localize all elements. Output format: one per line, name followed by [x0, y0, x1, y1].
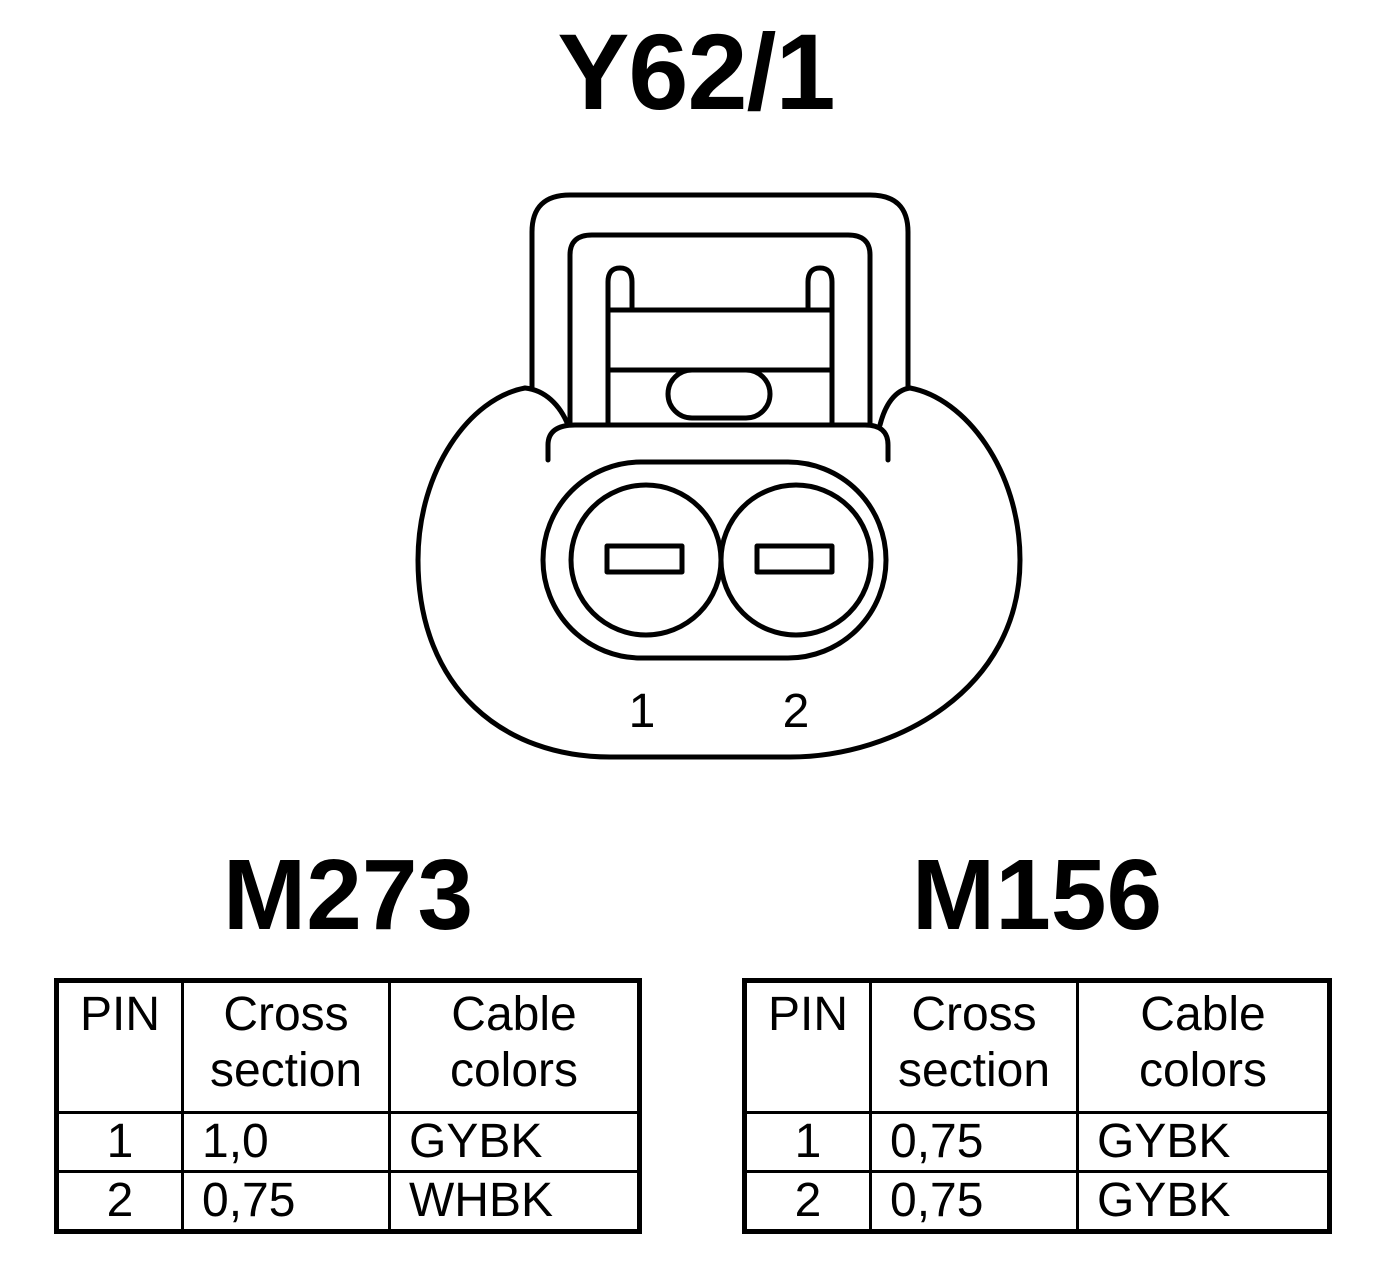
connector-housing-outline — [415, 385, 1023, 760]
cell-pin: 1 — [55, 1111, 184, 1173]
connector-diagram: 1 2 — [415, 192, 1023, 760]
connector-title: Y62/1 — [557, 11, 835, 132]
latch-release-button — [665, 367, 773, 421]
cell-cross-section: 0,75 — [869, 1111, 1079, 1173]
right-shoulder — [877, 385, 913, 428]
cell-pin: 2 — [743, 1170, 872, 1233]
engine-title-m273: M273 — [222, 839, 474, 951]
cell-cross-section: 1,0 — [181, 1111, 391, 1173]
cell-cross-section: 0,75 — [869, 1170, 1079, 1233]
left-shoulder — [522, 385, 571, 428]
pin-cavity-2 — [718, 482, 874, 638]
table-row: 2 0,75 WHBK — [55, 1170, 641, 1233]
pin-label-1: 1 — [629, 685, 656, 738]
table-row: 1 1,0 GYBK — [55, 1111, 641, 1173]
table-row: 2 0,75 GYBK — [743, 1170, 1331, 1233]
header-cable-colors: Cable colors — [1076, 979, 1331, 1114]
table-header-row: PIN Cross section Cable colors — [743, 979, 1331, 1114]
latch-inner — [567, 232, 873, 428]
pin-terminal-2 — [754, 543, 835, 575]
header-pin: PIN — [743, 979, 872, 1114]
pin-table-m273: PIN Cross section Cable colors 1 1,0 GYB… — [54, 978, 642, 1234]
table-header-row: PIN Cross section Cable colors — [55, 979, 641, 1114]
pin-cavity-1 — [568, 482, 724, 638]
pin-label-2: 2 — [783, 685, 810, 738]
pin-table-m156: PIN Cross section Cable colors 1 0,75 GY… — [742, 978, 1332, 1234]
chamber-rim — [545, 422, 891, 463]
cell-cable-colors: GYBK — [1076, 1111, 1331, 1173]
latch-outer — [529, 192, 911, 391]
header-cross-section: Cross section — [181, 979, 391, 1114]
terminal-chamber — [540, 459, 889, 661]
cell-cross-section: 0,75 — [181, 1170, 391, 1233]
cell-cable-colors: WHBK — [388, 1170, 641, 1233]
header-pin: PIN — [55, 979, 184, 1114]
latch-post-right — [805, 265, 835, 428]
cell-cable-colors: GYBK — [388, 1111, 641, 1173]
table-row: 1 0,75 GYBK — [743, 1111, 1331, 1173]
cell-cable-colors: GYBK — [1076, 1170, 1331, 1233]
latch-post-left — [605, 265, 635, 428]
engine-title-m156: M156 — [911, 839, 1163, 951]
cell-pin: 1 — [743, 1111, 872, 1173]
header-cable-colors: Cable colors — [388, 979, 641, 1114]
cell-pin: 2 — [55, 1170, 184, 1233]
header-cross-section: Cross section — [869, 979, 1079, 1114]
pin-terminal-1 — [604, 543, 685, 575]
